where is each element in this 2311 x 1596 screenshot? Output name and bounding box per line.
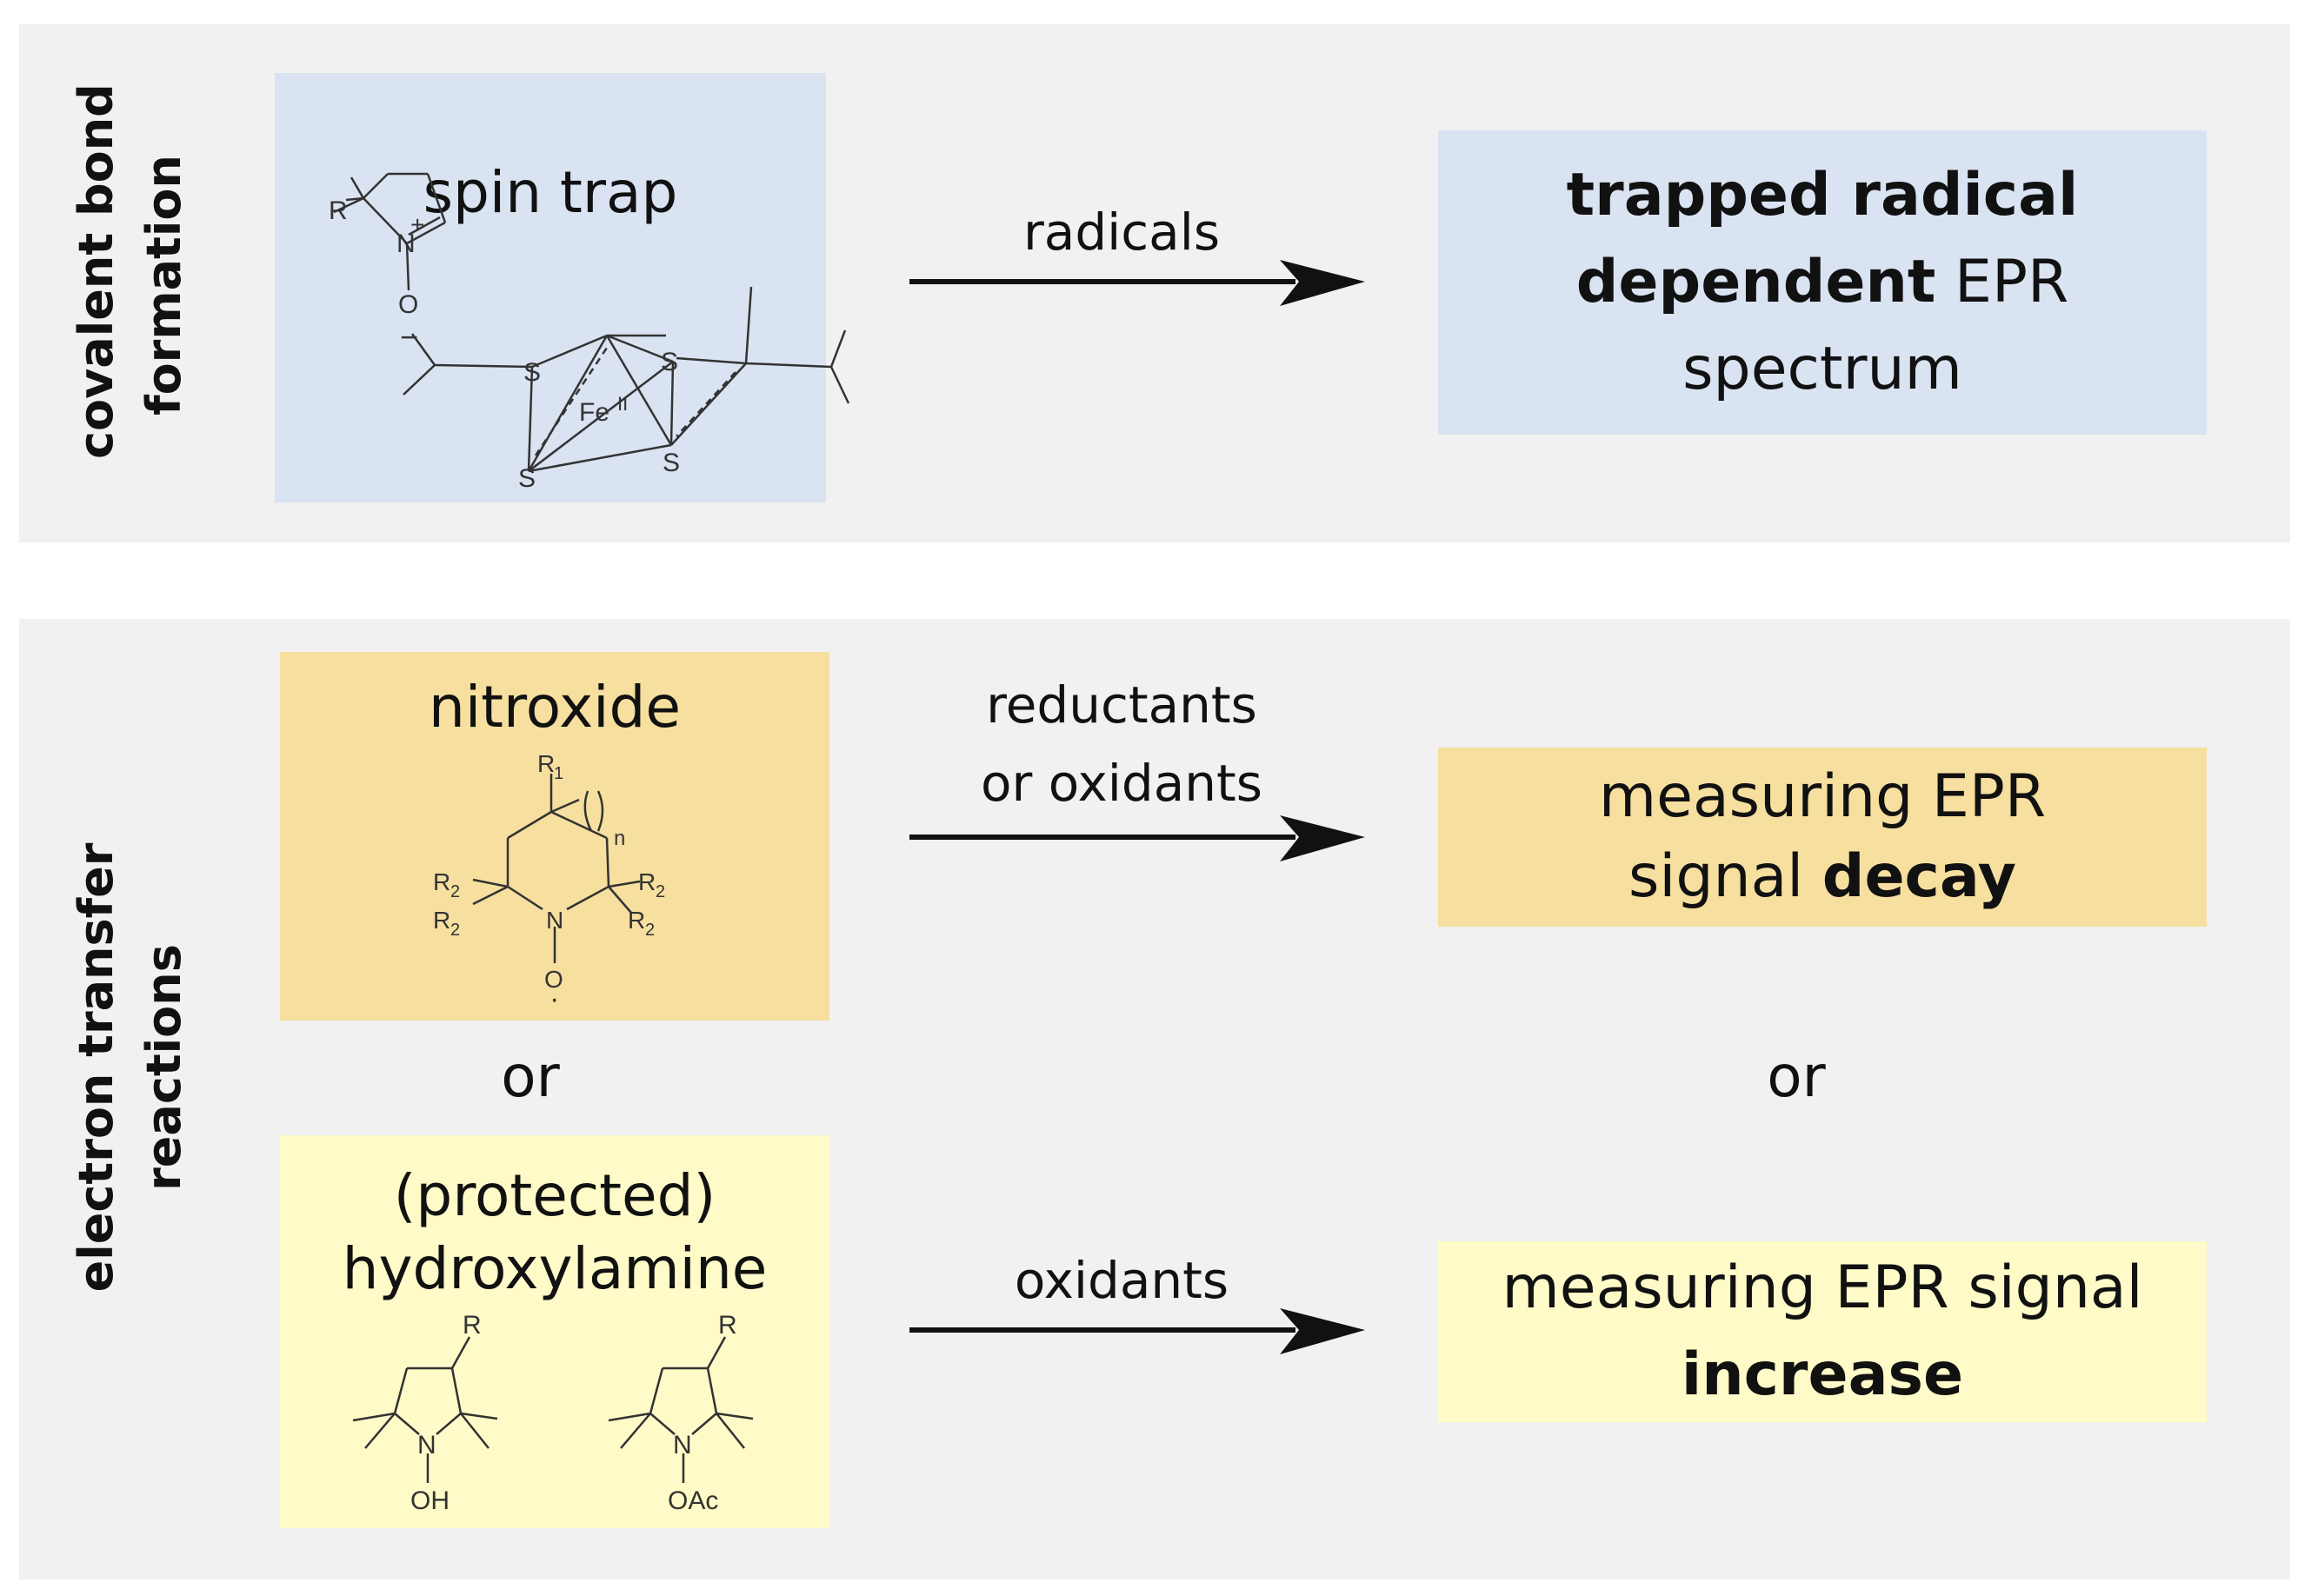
arrow-top-label: radicals [1022, 203, 1221, 262]
nitroxide-sub1: 1 [554, 764, 563, 783]
arrow-top [909, 260, 1365, 306]
complex-fe-sup: II [617, 393, 628, 415]
nitroxide-r1: R [537, 750, 555, 777]
result-top-line1: trapped radical [1566, 161, 2079, 229]
result-top-line2-bold: dependent [1575, 248, 1936, 316]
nitrone-minus: − [400, 319, 418, 355]
hydroxylamine-title-line1: (protected) [393, 1162, 716, 1229]
arrow-mid-line1: reductants [986, 675, 1257, 735]
hydroxylamine-b-oac: OAc [668, 1486, 718, 1515]
nitrone-o: O [398, 290, 418, 319]
result-top-line2-rest: EPR [1935, 248, 2069, 316]
complex-s1: S [523, 358, 541, 387]
hydroxylamine-box: (protected) hydroxylamine [280, 1135, 829, 1528]
electron-transfer-label-line1: electron transfer [69, 842, 123, 1293]
hydroxylamine-a-oh: OH [410, 1486, 450, 1515]
complex-s4: S [663, 449, 680, 477]
complex-fe: Fe [579, 398, 609, 427]
nitroxide-r2d-sub: 2 [645, 921, 655, 940]
electron-transfer-label-line2: reactions [137, 944, 191, 1191]
spin-trap-structures: R N + O − S S S S Fe II [329, 172, 850, 493]
result-mid-line1: measuring EPR [1598, 762, 2047, 831]
nitroxide-r2a: R [433, 868, 450, 895]
covalent-bond-label: covalent bond formation [63, 83, 198, 459]
complex-s2: S [661, 348, 678, 376]
hydroxylamine-b-r: R [718, 1311, 737, 1340]
hydroxylamine-b-n: N [673, 1431, 692, 1460]
result-bot-box: measuring EPR signal increase [1438, 1241, 2207, 1422]
arrow-mid [909, 815, 1365, 861]
result-mid-line2-bold: decay [1821, 842, 2016, 911]
nitrone-r: R [329, 196, 348, 225]
arrow-mid-label: reductants or oxidants [904, 666, 1339, 822]
hydroxylamine-a-r: R [463, 1311, 482, 1340]
arrow-mid-line2: or oxidants [981, 754, 1262, 813]
result-mid-line2-pre: signal [1628, 842, 1822, 911]
nitrone-plus: + [410, 211, 424, 238]
nitroxide-n: N [546, 907, 563, 934]
electron-transfer-label: electron transfer reactions [63, 833, 198, 1302]
nitroxide-r2a-sub: 2 [450, 882, 460, 901]
result-bot-line2-bold: increase [1681, 1340, 1964, 1409]
result-top-line3: spectrum [1682, 335, 1962, 403]
nitroxide-n-sub: n [614, 827, 625, 850]
hydroxylamine-title-line2: hydroxylamine [342, 1235, 768, 1302]
nitroxide-r2b: R [433, 907, 450, 934]
arrow-bot [909, 1308, 1365, 1354]
hydroxylamine-structures: R N OH R N OAc [352, 1311, 754, 1515]
nitrone-n: N [396, 229, 416, 258]
nitroxide-structure: R 1 n R 2 R 2 R 2 R 2 N O · [433, 750, 665, 1015]
or-left: or [501, 1043, 560, 1110]
hydroxylamine-a-n: N [417, 1431, 436, 1460]
result-mid-box: measuring EPR signal decay [1438, 748, 2207, 927]
spin-trap-title: spin trap [423, 159, 678, 226]
nitroxide-r2b-sub: 2 [450, 921, 460, 940]
nitroxide-r2c: R [638, 868, 656, 895]
nitroxide-radical-dot: · [549, 982, 559, 1015]
complex-s3: S [518, 464, 536, 493]
or-right: or [1767, 1043, 1826, 1110]
nitroxide-r2d: R [628, 907, 645, 934]
arrow-bot-label: oxidants [1014, 1251, 1229, 1310]
nitroxide-o: O [544, 966, 563, 993]
covalent-bond-label-line1: covalent bond [69, 83, 123, 459]
covalent-bond-label-line2: formation [137, 155, 191, 416]
result-bot-line1: measuring EPR signal [1502, 1254, 2143, 1322]
spin-trap-box: spin trap [275, 73, 826, 502]
nitroxide-title: nitroxide [429, 674, 681, 741]
nitroxide-r2c-sub: 2 [656, 882, 665, 901]
result-top-box: trapped radical dependent EPR spectrum [1438, 130, 2207, 435]
